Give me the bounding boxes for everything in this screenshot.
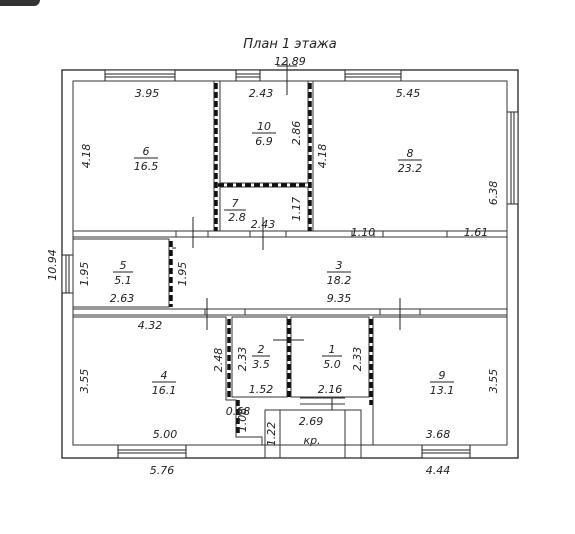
dim-r9-bottom: 3.68: [426, 428, 451, 441]
dim-step-a: 0.68: [226, 405, 251, 418]
porch-label: кр.: [303, 434, 320, 447]
dim-r10-right: 2.86: [290, 121, 303, 146]
dim-r10-top: 2.43: [249, 87, 274, 100]
window-top-2: [235, 69, 261, 82]
dim-r4-left: 3.55: [78, 369, 91, 394]
room-10-area: 6.9: [255, 135, 273, 148]
room-2-number: 2: [258, 343, 265, 356]
room-4-area: 16.1: [152, 384, 177, 397]
room-2-area: 3.5: [252, 358, 270, 371]
room-1-area: 5.0: [323, 358, 341, 371]
corner-tab: [0, 0, 40, 6]
dim-porch-left: 1.22: [265, 422, 278, 447]
room-9-number: 9: [439, 369, 446, 382]
window-top-3: [344, 69, 402, 82]
dim-step-b: 1.08: [236, 408, 249, 433]
dim-r8-left: 4.18: [316, 144, 329, 169]
room-5-number: 5: [120, 259, 127, 272]
dim-r2-left: 2.33: [236, 347, 249, 372]
plan-title: План 1 этажа: [243, 37, 336, 52]
dim-corridor-b: 1.61: [464, 226, 489, 239]
dim-r5-right: 1.95: [176, 262, 189, 287]
dim-r4-right: 2.48: [212, 348, 225, 373]
dim-r6-left: 4.18: [80, 144, 93, 169]
dim-r8-top: 5.45: [396, 87, 421, 100]
dim-r1-right: 2.33: [351, 347, 364, 372]
dim-r3-bottom: 9.35: [327, 292, 352, 305]
room-3-number: 3: [336, 259, 343, 272]
room-7-area: 2.8: [228, 211, 246, 224]
partition-walls: [169, 83, 373, 436]
dim-corridor-a: 1.10: [351, 226, 376, 239]
dim-r6-top: 3.95: [135, 87, 160, 100]
window-top-1: [104, 69, 176, 82]
room-7-number: 7: [232, 197, 239, 210]
tick-marks: [172, 60, 401, 410]
dim-r7-bottom: 2.43: [251, 218, 276, 231]
dim-r8-right: 6.38: [487, 181, 500, 206]
window-bottom-1: [117, 444, 187, 459]
room-10-number: 10: [257, 120, 271, 133]
interior-walls: [72, 80, 508, 459]
dim-r4-bottom: 5.00: [153, 428, 178, 441]
room-6-number: 6: [143, 145, 150, 158]
dim-r5-left: 1.95: [78, 262, 91, 287]
room-3-area: 18.2: [327, 274, 352, 287]
room-4-number: 4: [161, 369, 168, 382]
dim-r5-bottom: 2.63: [110, 292, 135, 305]
dim-r7-right: 1.17: [290, 197, 303, 222]
window-bottom-2: [421, 444, 471, 459]
window-left: [61, 254, 74, 294]
room-1-number: 1: [329, 343, 336, 356]
room-8-number: 8: [407, 147, 414, 160]
window-right: [506, 111, 519, 205]
room-8-area: 23.2: [398, 162, 423, 175]
dim-r2-bottom: 1.52: [249, 383, 274, 396]
room-fraction-lines: [113, 132, 454, 383]
dim-porch-top: 2.69: [299, 415, 324, 428]
room-5-area: 5.1: [114, 274, 132, 287]
room-6-area: 16.5: [134, 160, 159, 173]
dim-r1-bottom: 2.16: [318, 383, 343, 396]
overall-height-dim: 10.94: [46, 249, 59, 281]
dim-r4-top: 4.32: [138, 319, 163, 332]
dim-outer-bottom-left: 5.76: [150, 464, 175, 477]
overall-width-dim: 12.89: [274, 55, 306, 68]
dim-outer-bottom-right: 4.44: [426, 464, 451, 477]
dim-r9-right: 3.55: [487, 369, 500, 394]
room-9-area: 13.1: [430, 384, 455, 397]
